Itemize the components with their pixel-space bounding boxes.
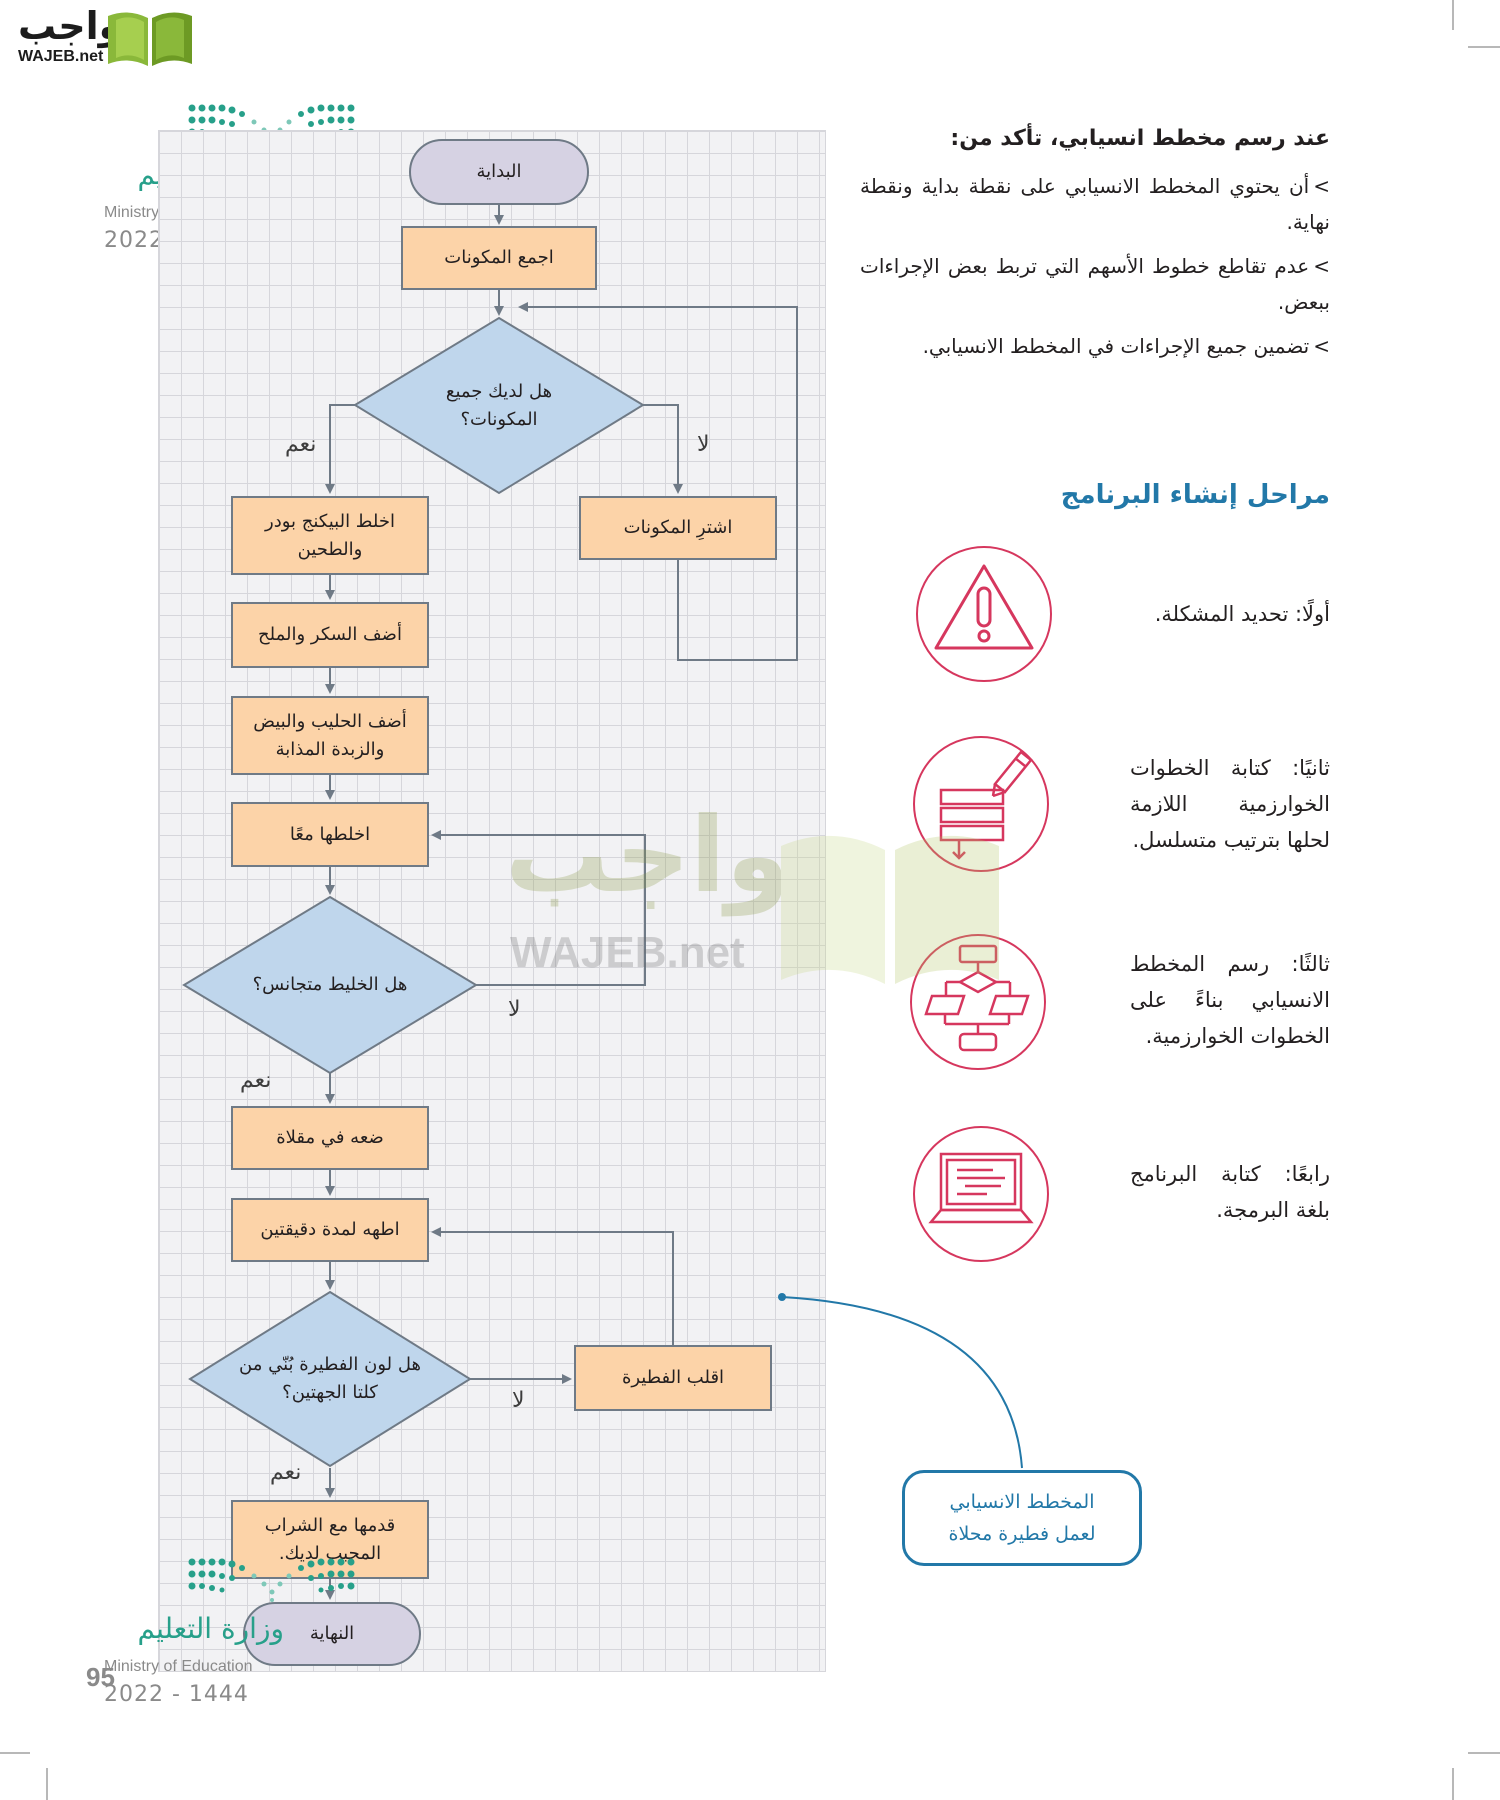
flow-buy: اشترِ المكونات xyxy=(579,496,777,560)
checklist-item-text: تضمين جميع الإجراءات في المخطط الانسيابي… xyxy=(922,334,1310,358)
warning-icon xyxy=(916,546,1052,682)
label-yes-2: نعم xyxy=(240,1068,272,1093)
flow-add-milk: أضف الحليب والبيض والزبدة المذابة xyxy=(231,696,429,775)
decision1-text: هل لديك جميع المكونات؟ xyxy=(445,380,553,430)
flow-mix-powder: اخلط البيكنج بودر والطحين xyxy=(231,496,429,575)
algorithm-steps-icon xyxy=(913,736,1049,872)
flowchart-icon xyxy=(910,934,1046,1070)
ministry-dots-logo xyxy=(188,1558,355,1602)
label-no-1: لا xyxy=(697,432,710,457)
crop-mark xyxy=(0,1752,30,1754)
crop-mark xyxy=(1452,0,1454,30)
stage-3-text: ثالثًا: رسم المخطط الانسيابي بناءً على ا… xyxy=(1130,952,1330,1048)
flowchart-callout: المخطط الانسيابي لعمل فطيرة محلاة xyxy=(902,1470,1142,1566)
ministry-arabic: وزارة التعليم xyxy=(137,1612,284,1645)
laptop-code-icon xyxy=(913,1126,1049,1262)
checklist-heading: عند رسم مخطط انسيابي، تأكد من: xyxy=(950,126,1330,151)
decision2-text: هل الخليط متجانس؟ xyxy=(252,974,408,995)
flow-put-pan: ضعه في مقلاة xyxy=(231,1106,429,1170)
ministry-year: 2022 - 1444 xyxy=(104,1682,249,1707)
page-number: 95 xyxy=(86,1662,115,1692)
checklist-item-text: أن يحتوي المخطط الانسيابي على نقطة بداية… xyxy=(860,174,1330,234)
flow-add-sugar: أضف السكر والملح xyxy=(231,602,429,668)
wajeb-logo[interactable]: واجب WAJEB.net xyxy=(8,4,193,70)
watermark-arabic: واجب xyxy=(505,794,791,916)
flow-flip: اقلب الفطيرة xyxy=(574,1345,772,1411)
bullet-marker: > xyxy=(1313,254,1330,278)
flow-decision-have-all: هل لديك جميع المكونات؟ xyxy=(355,318,643,493)
label-no-3: لا xyxy=(512,1388,525,1413)
callout-line-2: لعمل فطيرة محلاة xyxy=(948,1523,1096,1545)
bullet-marker: > xyxy=(1313,174,1330,198)
flow-mix-together: اخلطها معًا xyxy=(231,802,429,867)
flow-end: النهاية xyxy=(243,1602,421,1666)
flow-decision-homogeneous: هل الخليط متجانس؟ xyxy=(184,897,476,1073)
checklist-item-1: >أن يحتوي المخطط الانسيابي على نقطة بداي… xyxy=(860,168,1330,240)
logo-english: WAJEB.net xyxy=(18,48,104,65)
crop-mark xyxy=(46,1768,48,1800)
logo-arabic: واجب xyxy=(18,4,123,48)
stage-2-text: ثانيًا: كتابة الخطوات الخوارزمية اللازمة… xyxy=(1130,756,1330,852)
label-yes-1: نعم xyxy=(285,432,317,457)
stages-title: مراحل إنشاء البرنامج xyxy=(1060,480,1330,510)
crop-mark xyxy=(1468,1752,1500,1754)
ministry-english: Ministry of Education xyxy=(104,1658,253,1675)
crop-mark xyxy=(1452,1768,1454,1800)
decision3-text: هل لون الفطيرة بُنّي من كلتا الجهتين؟ xyxy=(239,1354,421,1403)
ministry-branding-bottom: وزارة التعليم Ministry of Education 2022… xyxy=(104,1554,355,1714)
flow-decision-brown: هل لون الفطيرة بُنّي من كلتا الجهتين؟ xyxy=(190,1292,470,1466)
bullet-marker: > xyxy=(1313,334,1330,358)
crop-mark xyxy=(1468,46,1500,48)
book-icon xyxy=(108,12,192,67)
flow-gather: اجمع المكونات xyxy=(401,226,597,290)
checklist-item-2: >عدم تقاطع خطوط الأسهم التي تربط بعض الإ… xyxy=(860,248,1330,320)
checklist-item-text: عدم تقاطع خطوط الأسهم التي تربط بعض الإج… xyxy=(860,254,1330,314)
checklist-item-3: >تضمين جميع الإجراءات في المخطط الانسياب… xyxy=(860,328,1330,364)
flow-start: البداية xyxy=(409,139,589,205)
stage-1-text: أولًا: تحديد المشكلة. xyxy=(1154,602,1330,626)
flow-serve: قدمها مع الشراب المحبب لديك. xyxy=(231,1500,429,1579)
flow-cook: اطهه لمدة دقيقتين xyxy=(231,1198,429,1262)
stage-4-text: رابعًا: كتابة البرنامج بلغة البرمجة. xyxy=(1130,1162,1330,1222)
watermark-english: WAJEB.net xyxy=(510,928,745,977)
wajeb-watermark: واجب WAJEB.net xyxy=(505,794,1005,990)
watermark-book-icon xyxy=(781,835,999,984)
label-yes-3: نعم xyxy=(270,1460,302,1485)
callout-line-1: المخطط الانسيابي xyxy=(949,1491,1095,1513)
label-no-2: لا xyxy=(508,997,521,1022)
